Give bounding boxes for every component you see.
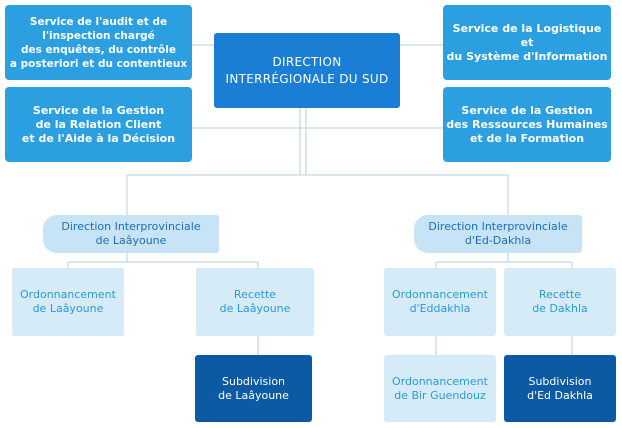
- recette-laayoune-box: Recette de Laâyoune: [196, 268, 314, 336]
- ordonnancement-bir-guendouz-box: Ordonnancement de Bir Guendouz: [384, 355, 496, 422]
- direction-interprovinciale-dakhla: Direction Interprovinciale d'Ed-Dakhla: [414, 215, 582, 253]
- recette-dakhla-box: Recette de Dakhla: [504, 268, 616, 336]
- service-logistique-box: Service de la Logistique et du Système d…: [443, 5, 611, 80]
- ordonnancement-eddakhla-box: Ordonnancement d'Eddakhla: [384, 268, 496, 336]
- service-relation-client-box: Service de la Gestion de la Relation Cli…: [5, 87, 192, 162]
- direction-interprovinciale-laayoune: Direction Interprovinciale de Laâyoune: [43, 215, 219, 253]
- subdivision-dakhla-box: Subdivision d'Ed Dakhla: [504, 355, 616, 422]
- service-audit-box: Service de l'audit et de l'inspection ch…: [5, 5, 192, 80]
- service-rh-box: Service de la Gestion des Ressources Hum…: [443, 87, 611, 162]
- subdivision-laayoune-box: Subdivision de Laâyoune: [195, 355, 312, 422]
- ordonnancement-laayoune-box: Ordonnancement de Laâyoune: [12, 268, 124, 336]
- direction-interregionale-box: DIRECTION INTERRÉGIONALE DU SUD: [214, 33, 400, 108]
